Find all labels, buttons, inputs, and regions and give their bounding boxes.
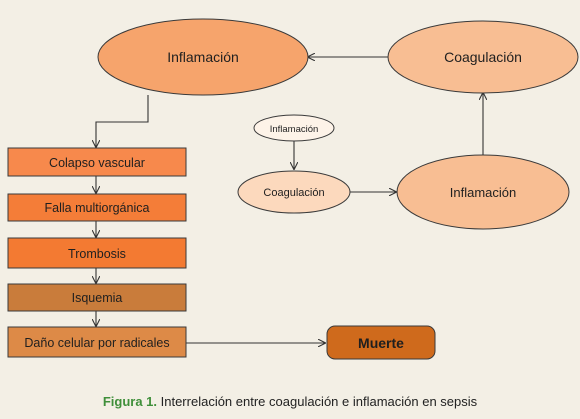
box-dano-celular-label: Daño celular por radicales bbox=[24, 336, 169, 350]
box-muerte: Muerte bbox=[326, 325, 436, 360]
node-inflamacion-small: Inflamación bbox=[253, 114, 335, 142]
figure-caption-number: Figura 1. bbox=[102, 394, 158, 409]
node-inflamacion-main-label: Inflamación bbox=[167, 49, 239, 65]
arrow-inflamacion-to-colapso bbox=[96, 95, 149, 147]
node-coagulacion-main: Coagulación bbox=[387, 20, 579, 94]
box-muerte-label: Muerte bbox=[358, 335, 404, 351]
box-dano-celular: Daño celular por radicales bbox=[7, 326, 187, 358]
connectors bbox=[96, 57, 483, 343]
box-colapso-vascular-label: Colapso vascular bbox=[49, 156, 145, 170]
node-coagulacion-main-label: Coagulación bbox=[444, 49, 522, 65]
box-colapso-vascular: Colapso vascular bbox=[7, 147, 187, 177]
figure-caption: Figura 1. Interrelación entre coagulació… bbox=[0, 394, 580, 409]
node-inflamacion-main: Inflamación bbox=[97, 18, 309, 96]
box-falla-multiorganica-label: Falla multiorgánica bbox=[45, 201, 150, 215]
figure-caption-text: Interrelación entre coagulación e inflam… bbox=[157, 394, 478, 409]
box-trombosis: Trombosis bbox=[7, 237, 187, 269]
node-coagulacion-mid: Coagulación bbox=[237, 170, 351, 214]
box-falla-multiorganica: Falla multiorgánica bbox=[7, 193, 187, 222]
box-isquemia-label: Isquemia bbox=[72, 291, 123, 305]
node-inflamacion-mid: Inflamación bbox=[396, 154, 570, 230]
node-coagulacion-mid-label: Coagulación bbox=[263, 187, 324, 199]
node-inflamacion-mid-label: Inflamación bbox=[450, 185, 516, 200]
box-isquemia: Isquemia bbox=[7, 283, 187, 312]
node-inflamacion-small-label: Inflamación bbox=[270, 124, 319, 135]
box-trombosis-label: Trombosis bbox=[68, 247, 126, 261]
